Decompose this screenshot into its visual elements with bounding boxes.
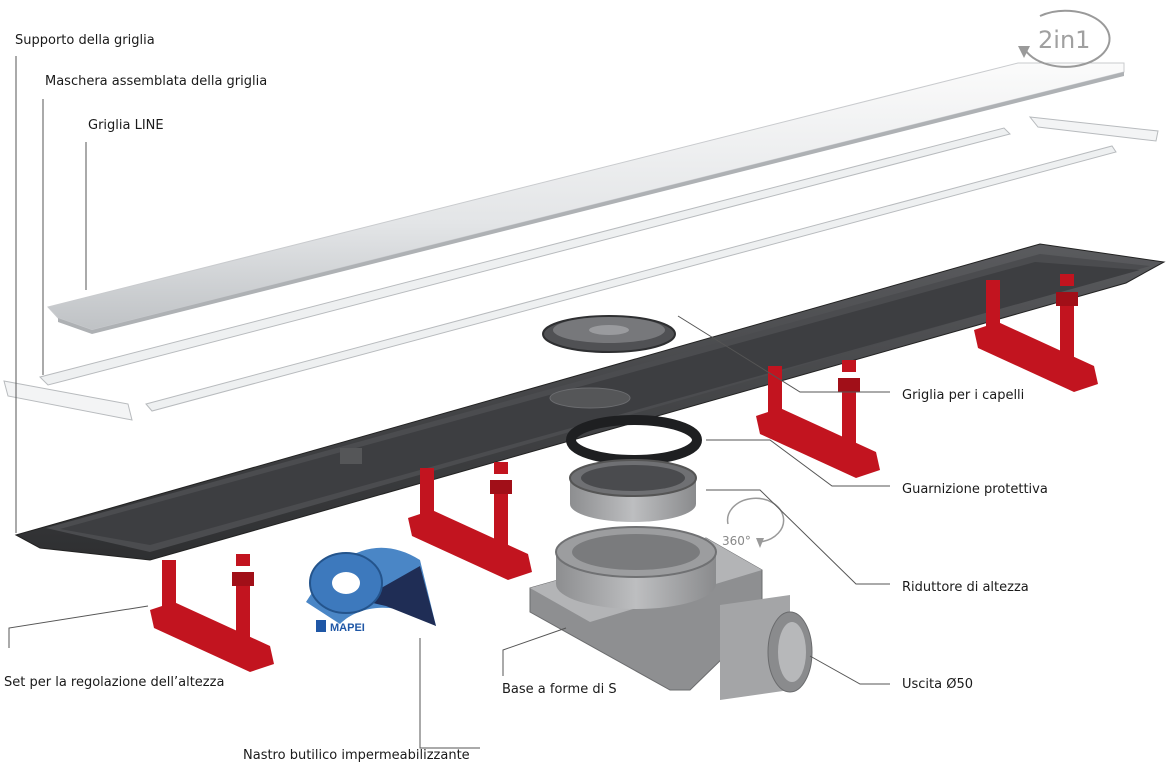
label-griglia-capelli: Griglia per i capelli [902, 388, 1025, 403]
hair-grate [542, 315, 676, 353]
two-in-one-badge: 2in1 [1018, 9, 1111, 68]
leveling-foot [408, 462, 532, 580]
label-supporto: Supporto della griglia [15, 33, 155, 48]
leveling-feet [150, 274, 1098, 672]
protective-seal [566, 415, 702, 465]
s-base-outlet [529, 526, 813, 700]
rotation-360-badge: 360° [722, 497, 785, 548]
height-reducer [569, 459, 697, 522]
rotate-arrow-icon [1018, 46, 1030, 58]
drain-channel [14, 243, 1166, 561]
label-guarnizione: Guarnizione protettiva [902, 482, 1048, 497]
leveling-foot [756, 360, 880, 478]
label-maschera: Maschera assemblata della griglia [45, 74, 268, 89]
svg-text:MAPEI: MAPEI [330, 622, 365, 634]
grate-line [47, 62, 1125, 334]
rotation-360-icon [756, 538, 764, 548]
leader-lines [8, 56, 890, 749]
label-base-s: Base a forme di S [502, 682, 617, 697]
label-nastro: Nastro butilico impermeabilizzante [243, 748, 470, 763]
label-riduttore: Riduttore di altezza [902, 580, 1029, 595]
butyl-tape-roll: MAPEI [306, 547, 436, 634]
leveling-foot [974, 274, 1098, 392]
leveling-foot [150, 554, 274, 672]
svg-text:2in1: 2in1 [1038, 26, 1090, 54]
label-griglia-line: Griglia LINE [88, 118, 164, 133]
label-set-regolazione: Set per la regolazione dell’altezza [4, 675, 225, 690]
grate-mask-frame [3, 116, 1159, 421]
mapei-logo-icon: MAPEI [316, 620, 365, 634]
svg-text:360°: 360° [722, 534, 751, 548]
label-uscita: Uscita Ø50 [902, 677, 974, 692]
